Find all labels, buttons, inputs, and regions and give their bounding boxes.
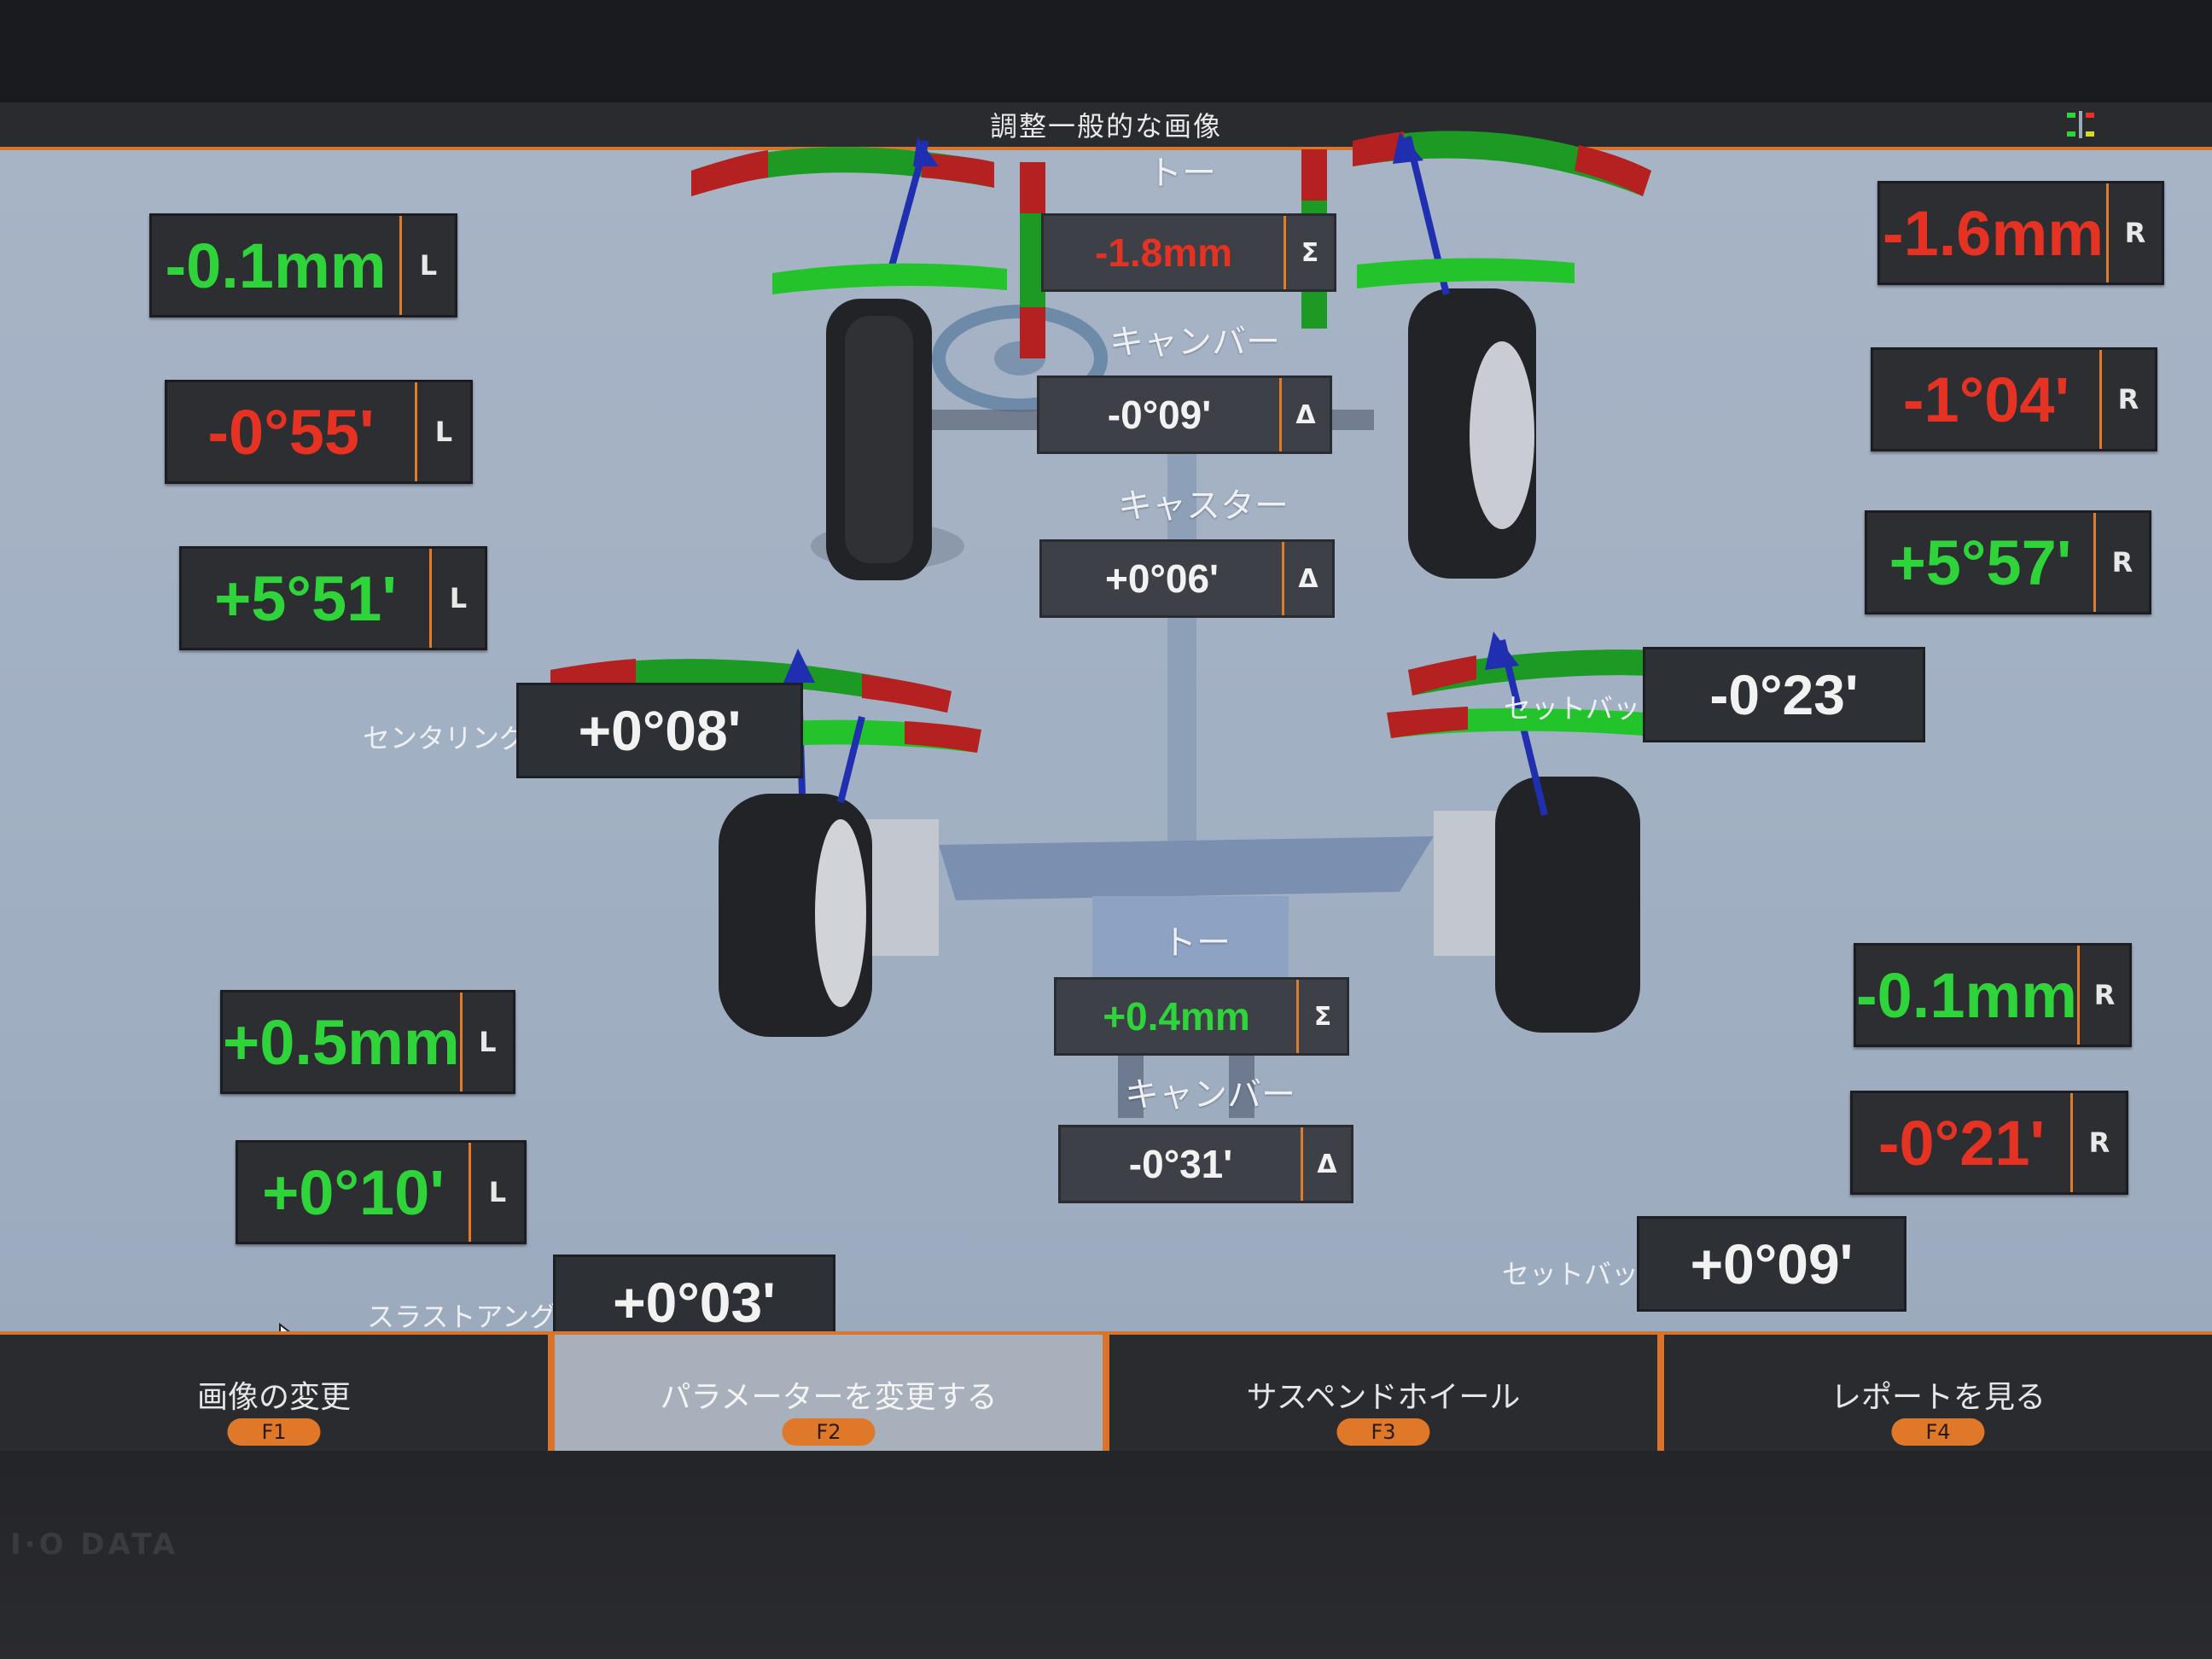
front-caster-label: キャスター (1118, 486, 1289, 526)
side-indicator: L (459, 992, 513, 1091)
sum-symbol: Σ (1296, 980, 1347, 1053)
f3-suspend-wheel-button[interactable]: サスペンドホイール F3 (1109, 1335, 1664, 1451)
rear-right-wheel (1495, 777, 1640, 1033)
rear-right-toe[interactable]: -0.1mm R (1854, 943, 2132, 1047)
front-left-toe[interactable]: -0.1mm L (149, 213, 457, 317)
front-toe-label: トー (1148, 154, 1216, 193)
front-setback-label: セットバック (1504, 692, 1668, 725)
rear-left-toe-value: +0.5mm (223, 1006, 460, 1078)
rear-right-camber-value: -0°21' (1877, 1107, 2046, 1179)
f1-label: 画像の変更 (196, 1380, 351, 1415)
delta-symbol: Δ (1282, 542, 1332, 615)
rear-setback-value[interactable]: +0°09' (1637, 1216, 1906, 1312)
front-right-camber[interactable]: -1°04' R (1871, 347, 2157, 451)
rear-left-camber-value: +0°10' (262, 1156, 445, 1228)
alignment-screen: 調整一般的な画像 (0, 102, 2212, 1451)
rear-toe-label: トー (1162, 923, 1231, 963)
front-left-camber[interactable]: -0°55' L (165, 380, 473, 484)
front-camber-delta-value: -0°09' (1107, 393, 1212, 437)
f1-change-image-button[interactable]: 画像の変更 F1 (0, 1335, 555, 1451)
title-bar: 調整一般的な画像 (0, 102, 2212, 150)
window-title: 調整一般的な画像 (989, 110, 1222, 143)
f1-key-badge: F1 (227, 1418, 321, 1446)
centering-value[interactable]: +0°08' (516, 683, 803, 778)
front-setback-value[interactable]: -0°23' (1643, 647, 1925, 742)
f4-view-report-button[interactable]: レポートを見る F4 (1664, 1335, 2212, 1451)
front-left-toe-gauge (691, 137, 994, 283)
rear-left-wheel (719, 794, 872, 1037)
front-right-caster-value: +5°57' (1889, 527, 2072, 598)
rear-camber-delta-value: -0°31' (1128, 1142, 1233, 1186)
function-key-bar: 画像の変更 F1 パラメーターを変更する F2 サスペンドホイール F3 レポー… (0, 1331, 2212, 1451)
front-left-toe-value: -0.1mm (165, 230, 387, 301)
front-camber-delta[interactable]: -0°09' Δ (1037, 375, 1332, 454)
car-status-icon[interactable] (2058, 108, 2110, 142)
front-camber-label: キャンバー (1109, 323, 1280, 362)
front-left-wheel (826, 299, 932, 580)
rear-right-toe-value: -0.1mm (1856, 959, 2078, 1031)
delta-symbol: Δ (1279, 378, 1330, 451)
rear-left-camber[interactable]: +0°10' L (236, 1140, 527, 1244)
sum-symbol: Σ (1284, 216, 1334, 289)
front-right-toe-value: -1.6mm (1882, 197, 2104, 269)
rear-left-toe[interactable]: +0.5mm L (220, 990, 515, 1094)
f2-key-badge: F2 (782, 1418, 876, 1446)
side-indicator: R (2070, 1093, 2126, 1192)
front-right-camber-value: -1°04' (1902, 364, 2070, 435)
rear-right-camber-gauge (1387, 707, 1647, 738)
side-indicator: R (2077, 946, 2129, 1045)
side-indicator: L (415, 382, 470, 481)
side-indicator: R (2093, 513, 2149, 612)
monitor-brand-logo: I·O DATA (10, 1528, 179, 1562)
side-indicator: R (2106, 183, 2162, 282)
rear-toe-total[interactable]: +0.4mm Σ (1054, 977, 1349, 1056)
front-caster-delta[interactable]: +0°06' Δ (1039, 539, 1335, 618)
side-indicator: L (429, 549, 485, 648)
chassis-3d-illustration (550, 131, 1805, 1118)
centering-label: センタリング (363, 722, 527, 754)
f3-label: サスペンドホイール (1246, 1380, 1521, 1415)
front-right-caster[interactable]: +5°57' R (1865, 510, 2151, 614)
delta-symbol: Δ (1301, 1127, 1351, 1201)
front-right-wheel (1408, 288, 1536, 579)
f4-key-badge: F4 (1891, 1418, 1985, 1446)
thrust-angle-label: スラストアングル (367, 1301, 585, 1333)
f2-label: パラメーターを変更する (660, 1380, 998, 1415)
front-right-toe[interactable]: -1.6mm R (1877, 181, 2164, 285)
rear-camber-delta[interactable]: -0°31' Δ (1058, 1125, 1353, 1203)
front-caster-delta-value: +0°06' (1105, 556, 1219, 601)
rear-camber-label: キャンバー (1125, 1075, 1295, 1115)
front-toe-total[interactable]: -1.8mm Σ (1041, 213, 1336, 292)
side-indicator: R (2099, 350, 2155, 449)
side-indicator: L (469, 1143, 524, 1242)
front-toe-total-value: -1.8mm (1094, 230, 1233, 275)
rear-right-camber[interactable]: -0°21' R (1850, 1091, 2128, 1195)
f4-label: レポートを見る (1830, 1380, 2046, 1415)
front-left-camber-value: -0°55' (207, 396, 375, 468)
f3-key-badge: F3 (1336, 1418, 1430, 1446)
front-left-caster-value: +5°51' (214, 562, 397, 634)
rear-toe-total-value: +0.4mm (1103, 994, 1250, 1039)
side-indicator: L (399, 216, 455, 315)
f2-change-parameters-button[interactable]: パラメーターを変更する F2 (555, 1335, 1109, 1451)
front-left-caster[interactable]: +5°51' L (179, 546, 487, 650)
